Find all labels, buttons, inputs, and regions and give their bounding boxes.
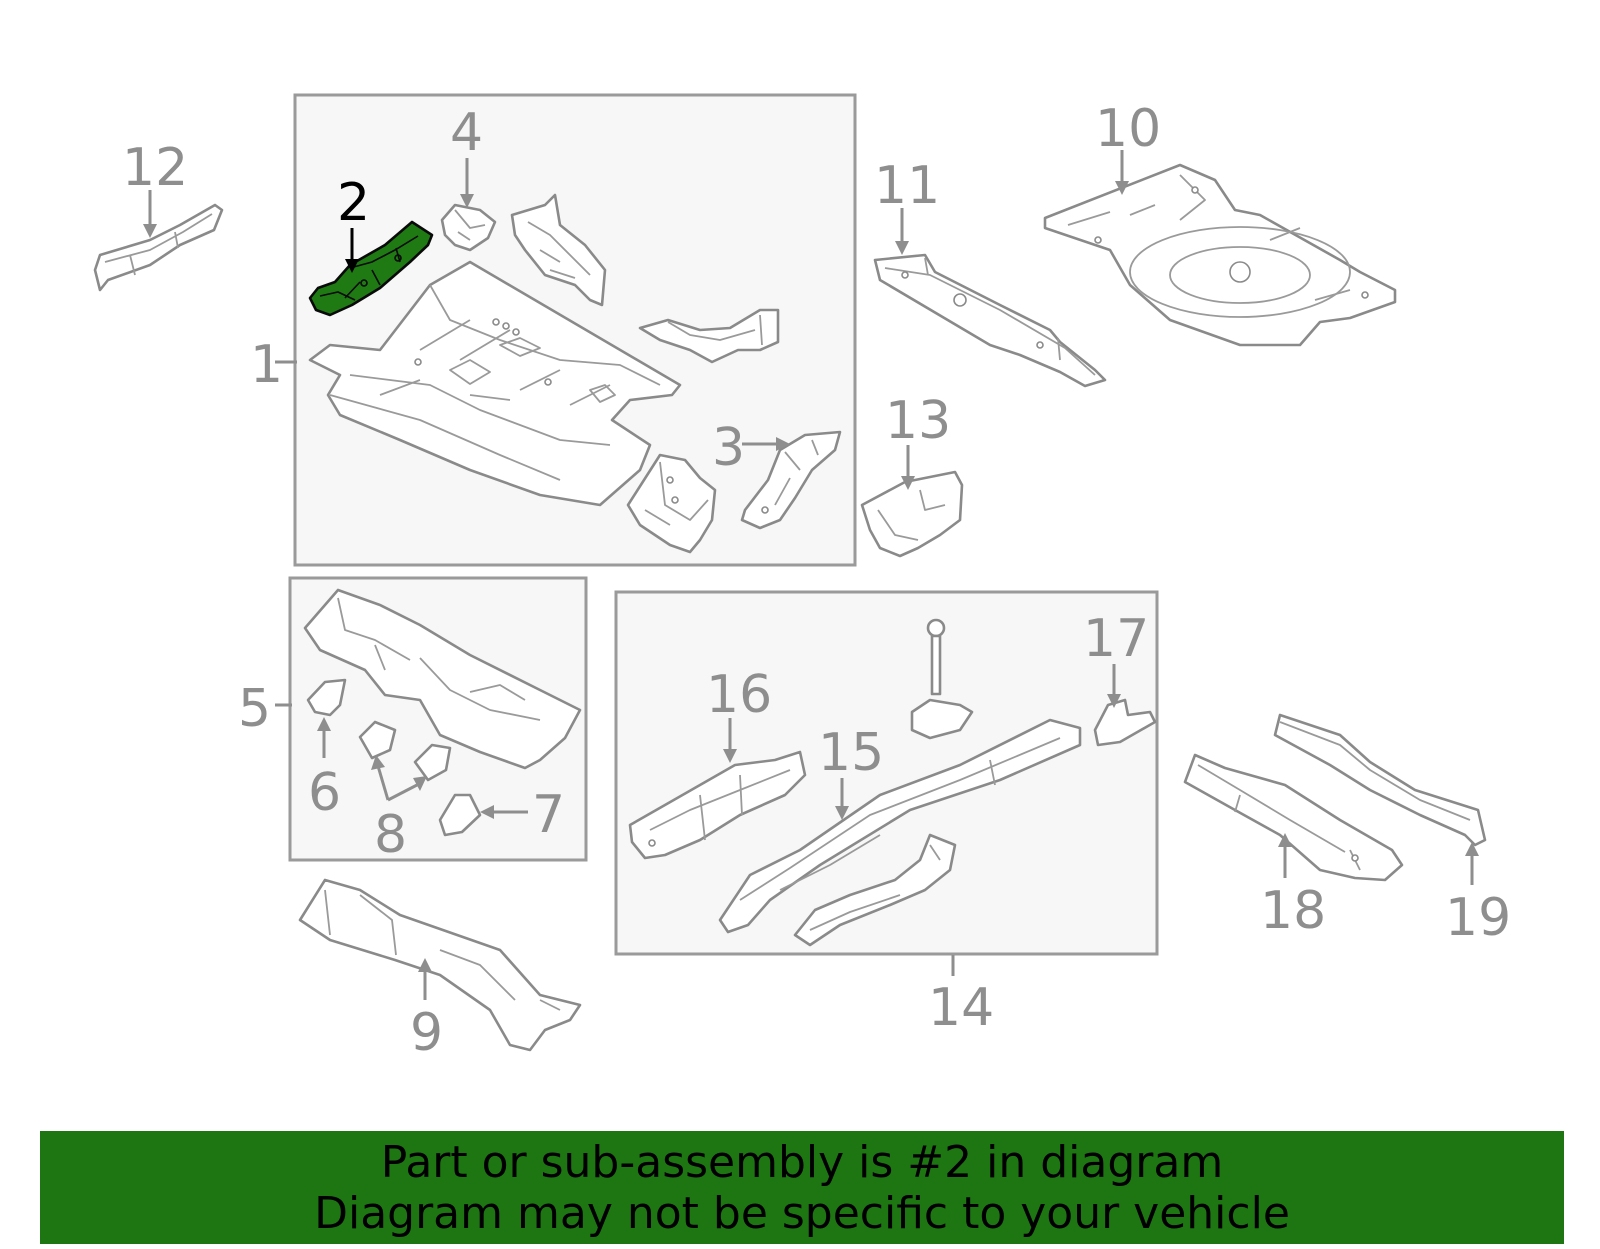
callout-10: 10 [1095, 99, 1161, 159]
callout-8: 8 [374, 805, 407, 865]
part-11[interactable] [873, 253, 1107, 388]
callout-12: 12 [122, 138, 188, 198]
callout-12-arrowhead [143, 224, 157, 238]
part-19[interactable] [1273, 713, 1487, 847]
callout-2-arrowhead [345, 259, 359, 273]
callout-7: 7 [532, 785, 565, 845]
callout-11-arrowhead [895, 241, 909, 255]
part-1-rail-extension[interactable] [638, 308, 780, 364]
callout-6-arrowhead [317, 717, 331, 731]
part-5[interactable] [303, 588, 582, 770]
part-6[interactable] [306, 678, 347, 717]
callout-15: 15 [818, 723, 884, 783]
callout-13: 13 [885, 391, 951, 451]
part-9[interactable] [298, 878, 582, 1052]
callout-8-arrowhead-b [413, 776, 427, 791]
part-12[interactable] [93, 203, 224, 292]
part-1-floor-pan[interactable] [308, 260, 682, 507]
callout-18-arrowhead [1278, 833, 1292, 847]
part-16[interactable] [628, 750, 807, 860]
callout-7-arrowhead [480, 805, 494, 819]
callout-18: 18 [1260, 881, 1326, 941]
part-4[interactable] [440, 203, 497, 252]
part-13[interactable] [860, 470, 964, 558]
part-10-spare-tire-pan[interactable] [1043, 163, 1397, 347]
callout-4-arrowhead [460, 194, 474, 208]
callout-11: 11 [874, 156, 940, 216]
part-15-lower-section[interactable] [793, 833, 957, 947]
part-2-highlighted[interactable] [308, 220, 434, 317]
callout-14: 14 [928, 978, 994, 1038]
part-15[interactable] [718, 718, 1082, 934]
callout-10-arrowhead [1115, 181, 1129, 195]
banner-line-2: Diagram may not be specific to your vehi… [314, 1187, 1290, 1239]
callout-2: 2 [337, 173, 370, 233]
part-7[interactable] [438, 793, 482, 837]
callout-9-arrowhead [418, 958, 432, 972]
callout-16-arrowhead [723, 749, 737, 763]
group-box-14 [614, 590, 1159, 956]
part-8-bracket-a[interactable] [358, 720, 397, 760]
callout-19: 19 [1445, 888, 1511, 948]
callout-4: 4 [450, 103, 483, 163]
part-1-crossmember-bracket[interactable] [626, 453, 717, 554]
callout-17-arrowhead [1107, 694, 1121, 708]
part-3[interactable] [740, 430, 842, 530]
part-14-clip[interactable] [910, 698, 974, 740]
callout-8-leader-a [376, 765, 390, 801]
callout-17: 17 [1083, 609, 1149, 669]
info-banner: Part or sub-assembly is #2 in diagram Di… [40, 1131, 1564, 1244]
callout-1: 1 [250, 335, 283, 395]
callout-8-arrowhead-a [371, 755, 385, 770]
callout-6: 6 [308, 763, 341, 823]
part-1-wheelhouse-bracket[interactable] [510, 193, 607, 307]
part-14-bolt[interactable] [926, 618, 946, 696]
part-18[interactable] [1183, 753, 1404, 882]
callout-16: 16 [706, 665, 772, 725]
callout-15-arrowhead [835, 806, 849, 820]
callout-13-arrowhead [901, 476, 915, 490]
banner-line-1: Part or sub-assembly is #2 in diagram [380, 1136, 1224, 1188]
callout-5: 5 [238, 679, 271, 739]
callout-9: 9 [410, 1003, 443, 1063]
callout-3-arrowhead [776, 437, 790, 451]
callout-3: 3 [712, 418, 745, 478]
callout-8-leader-b [387, 783, 418, 802]
callout-19-arrowhead [1465, 842, 1479, 856]
